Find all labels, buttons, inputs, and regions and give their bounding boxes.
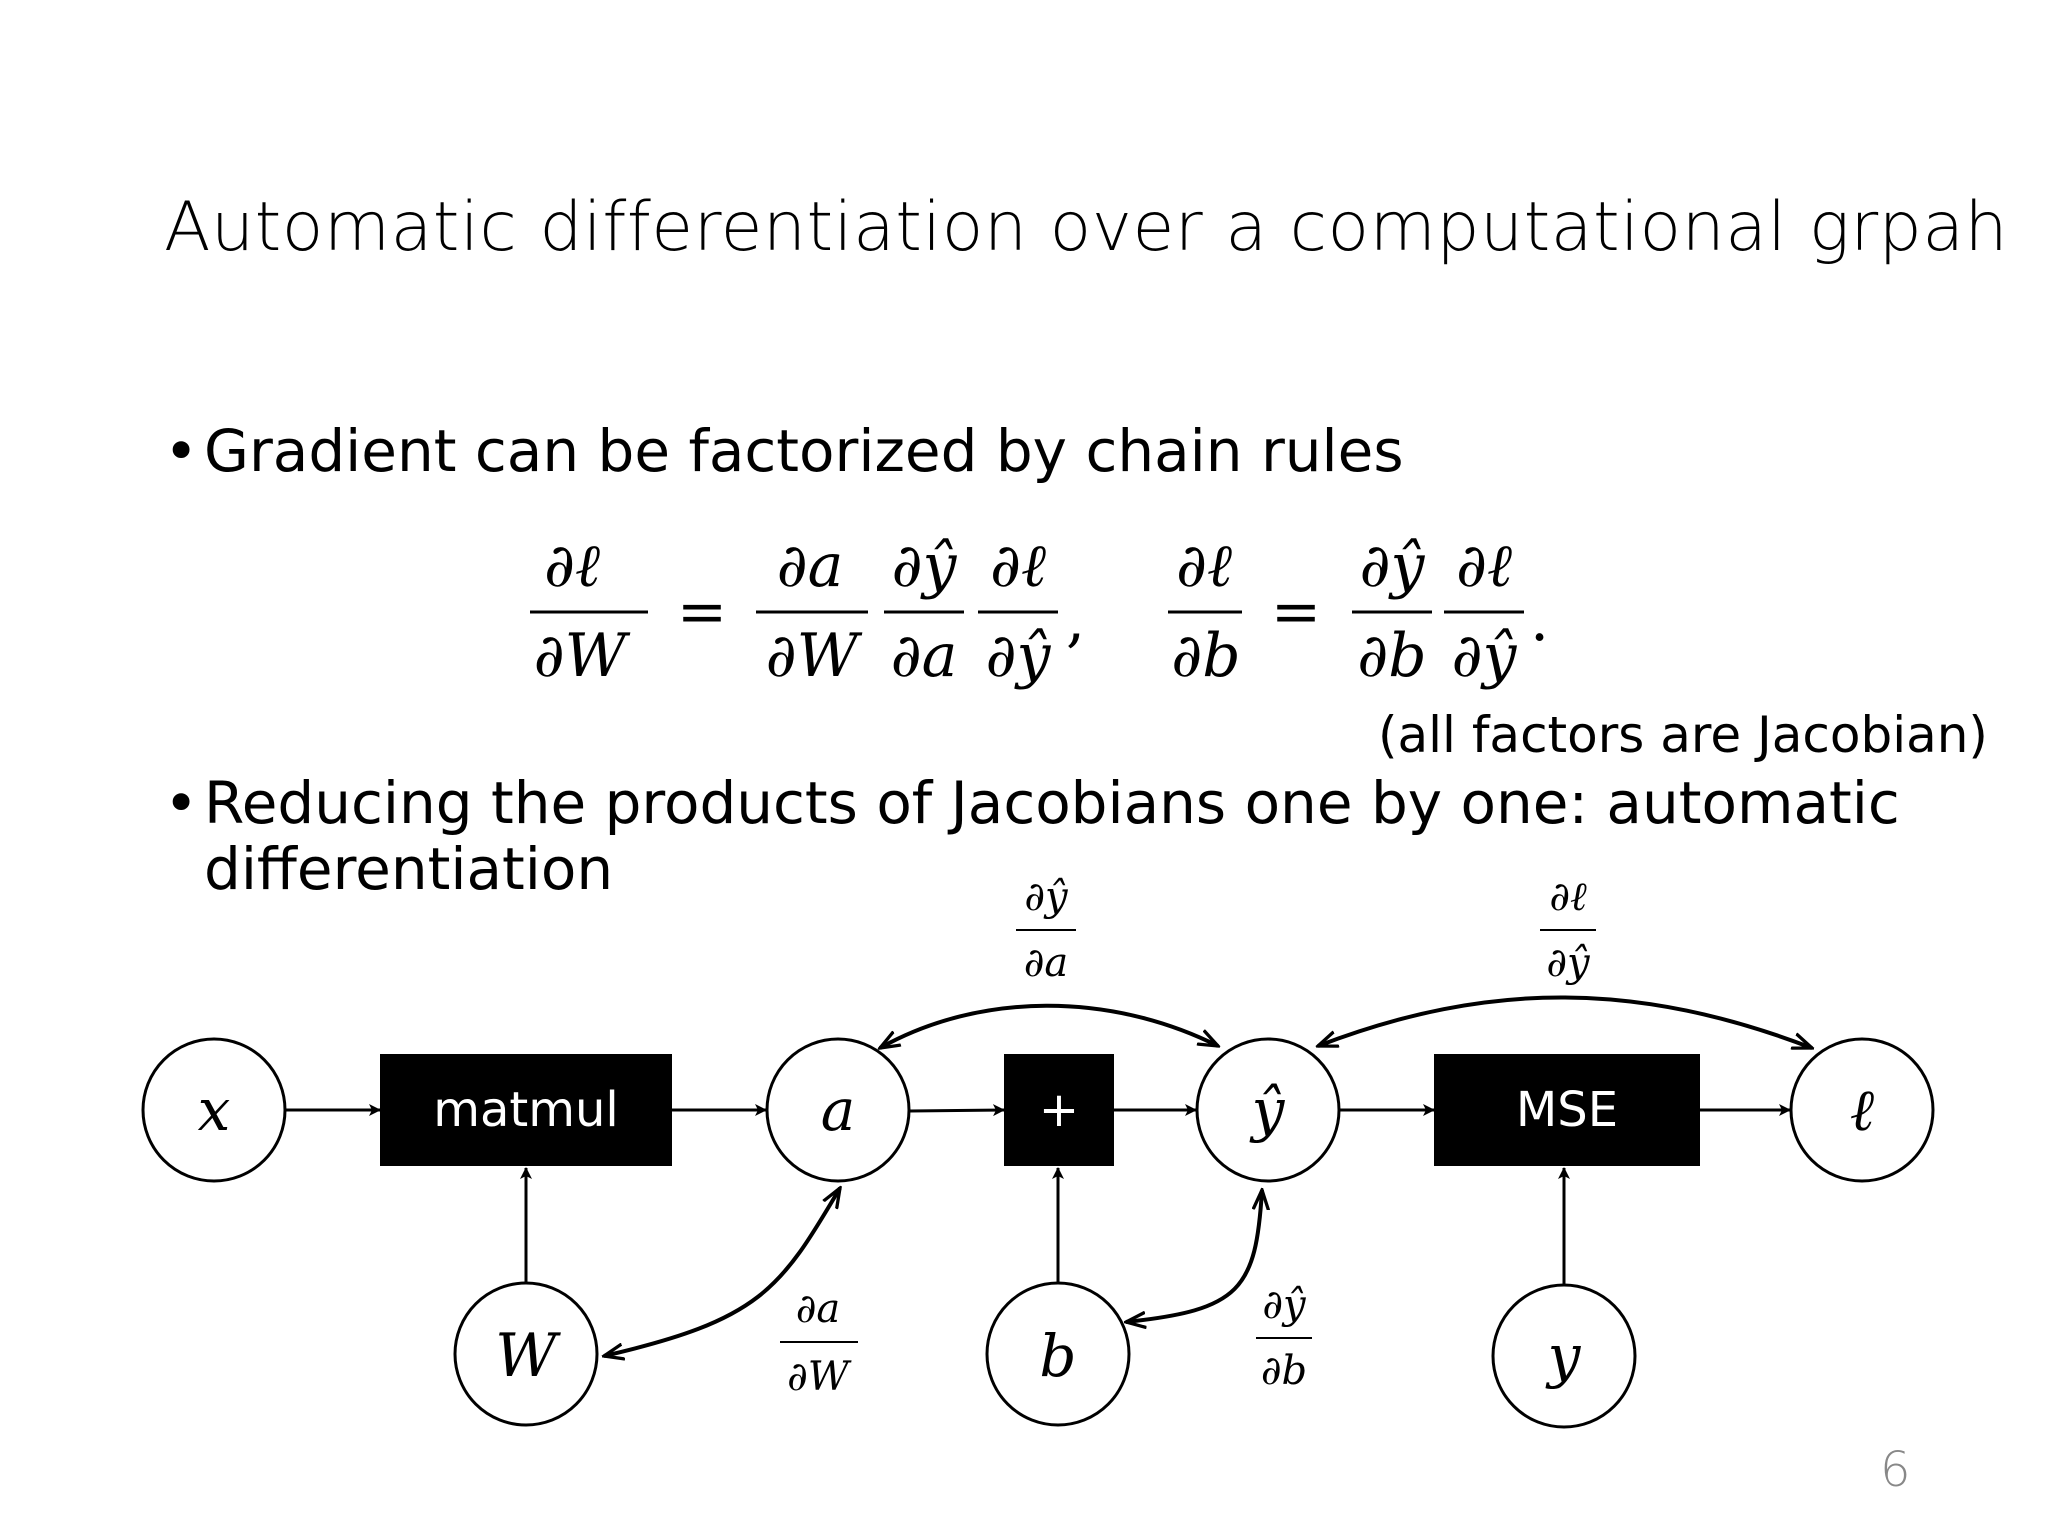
node-y-label: y (1545, 1322, 1582, 1390)
eq-rhs1-f1-numerator: ∂a (777, 531, 844, 601)
edge-a-to-plus (909, 1104, 1005, 1117)
jacobian-label-dyhat-da: ∂ŷ ∂a (1016, 874, 1076, 986)
eq-rhs1-f3-denominator: ∂ŷ (986, 621, 1052, 691)
node-y (1491, 1283, 1637, 1429)
bullet-dot: • (164, 769, 199, 837)
node-yhat-label: ŷ (1249, 1076, 1286, 1144)
eq-rhs2-f2-denominator: ∂ŷ (1452, 621, 1518, 691)
node-b (985, 1281, 1131, 1427)
eq-equals-2: = (1271, 577, 1321, 647)
node-yhat (1195, 1037, 1341, 1183)
node-W (453, 1281, 599, 1427)
jacobian-label-dl-dyhat: ∂ℓ ∂ŷ (1540, 874, 1596, 986)
jacobian-note: (all factors are Jacobian) (1378, 706, 1988, 764)
eq-rhs1-f2-denominator: ∂a (891, 621, 958, 691)
jacobian-arc-yhat-loss (1318, 995, 1812, 1050)
jacobian-arc-W-a (604, 1188, 840, 1356)
eq-lhs2-numerator: ∂ℓ (1176, 531, 1232, 601)
node-x-label: x (198, 1076, 231, 1144)
bullet-dot: • (164, 417, 199, 485)
node-a-label: a (821, 1076, 856, 1144)
svg-text:∂W: ∂W (787, 1354, 852, 1400)
op-plus (1004, 1054, 1114, 1166)
svg-text:∂ŷ: ∂ŷ (1262, 1282, 1307, 1328)
eq-rhs2-f1-numerator: ∂ŷ (1360, 531, 1426, 601)
bullet-text: Gradient can be factorized by chain rule… (204, 417, 1404, 485)
chain-rule-equation: ∂ℓ ∂W = ∂a ∂W ∂ŷ ∂a ∂ℓ ∂ŷ , ∂ℓ ∂b = ∂ŷ (530, 531, 1549, 691)
bullet-text: Reducing the products of Jacobians one b… (204, 769, 1900, 837)
svg-text:∂ŷ: ∂ŷ (1024, 874, 1069, 920)
svg-text:∂b: ∂b (1261, 1348, 1307, 1394)
eq-rhs1-f2-numerator: ∂ŷ (892, 531, 958, 601)
node-x (141, 1037, 287, 1183)
eq-rhs2-f2-numerator: ∂ℓ (1456, 531, 1512, 601)
node-loss (1789, 1037, 1935, 1183)
node-loss-label: ℓ (1850, 1076, 1874, 1144)
page-number: 6 (1880, 1442, 1911, 1498)
op-mse (1434, 1054, 1700, 1166)
svg-text:∂ℓ: ∂ℓ (1549, 874, 1587, 920)
svg-text:∂ŷ: ∂ŷ (1546, 940, 1591, 986)
jacobian-arc-b-yhat (1126, 1190, 1262, 1322)
eq-lhs1-denominator: ∂W (534, 621, 631, 691)
computational-graph: x a ŷ ℓ W b y matmul + MSE ∂ŷ (141, 874, 1935, 1429)
op-mse-label: MSE (1516, 1082, 1618, 1138)
eq-period: . (1530, 585, 1549, 655)
op-matmul-label: matmul (433, 1082, 619, 1138)
jacobian-label-da-dW: ∂a ∂W (780, 1286, 858, 1400)
svg-text:∂a: ∂a (1024, 940, 1069, 986)
eq-lhs2-denominator: ∂b (1171, 621, 1240, 691)
jacobian-label-dyhat-db: ∂ŷ ∂b (1256, 1282, 1312, 1394)
eq-lhs1-numerator: ∂ℓ (544, 531, 600, 601)
eq-rhs2-f1-denominator: ∂b (1357, 621, 1426, 691)
bullet-text: differentiation (204, 835, 614, 903)
eq-rhs1-f3-numerator: ∂ℓ (990, 531, 1046, 601)
op-matmul (380, 1054, 672, 1166)
svg-text:∂a: ∂a (796, 1286, 841, 1332)
op-plus-label: + (1039, 1082, 1079, 1138)
eq-comma: , (1066, 585, 1085, 655)
node-a (765, 1037, 911, 1183)
node-W-label: W (495, 1321, 561, 1391)
eq-equals-1: = (677, 577, 727, 647)
node-b-label: b (1039, 1322, 1076, 1390)
eq-rhs1-f1-denominator: ∂W (766, 621, 863, 691)
slide-title: Automatic differentiation over a computa… (164, 188, 2009, 267)
jacobian-arc-a-yhat (880, 1003, 1218, 1048)
